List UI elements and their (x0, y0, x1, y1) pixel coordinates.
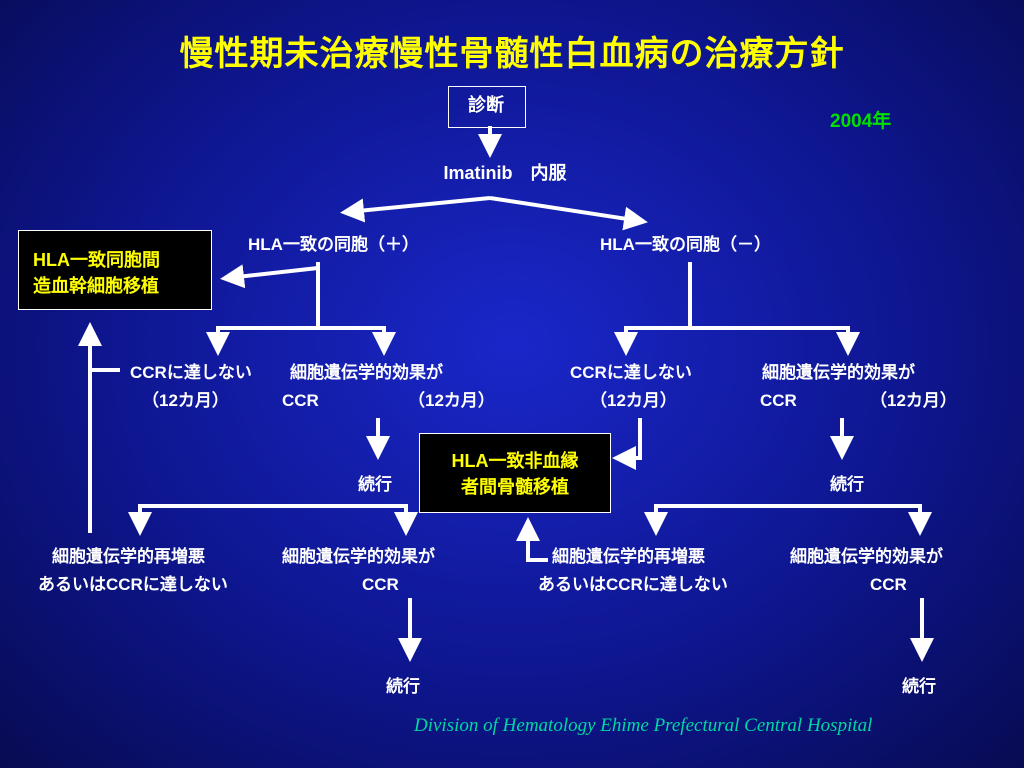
right-effect-ccr: CCR (760, 391, 797, 410)
sibling-transplant-box: HLA一致同胞間 造血幹細胞移植 (18, 230, 212, 310)
right-effect2-line1: 細胞遺伝学的効果が (790, 547, 943, 566)
left-no-ccr-line2: （12カ月） (142, 391, 229, 410)
hla-match-sibling-label: HLA一致の同胞（＋） (248, 235, 419, 254)
arrow-to-hla-plus (340, 196, 491, 223)
unrelated-transplant-line1: HLA一致非血縁 (451, 451, 579, 471)
right-relapse-line1: 細胞遺伝学的再増悪 (552, 547, 705, 566)
left-effect-ccr: CCR (282, 391, 319, 410)
imatinib-label: Imatinib 内服 (443, 163, 567, 183)
left-no-ccr-line1: CCRに達しない (130, 363, 252, 382)
right-effect-line1: 細胞遺伝学的効果が (762, 363, 915, 382)
arrow-to-sib-transplant (220, 264, 319, 289)
right-no-ccr-line1: CCRに達しない (570, 363, 692, 382)
left-relapse-line2: あるいはCCRに達しない (38, 575, 228, 594)
left-effect-months: （12カ月） (408, 391, 495, 410)
unrelated-transplant-box: HLA一致非血縁 者間骨髄移植 (419, 433, 611, 513)
unrelated-transplant-line2: 者間骨髄移植 (461, 477, 569, 497)
right-no-ccr-line2: （12カ月） (590, 391, 677, 410)
footer-credit: Division of Hematology Ehime Prefectural… (414, 715, 873, 736)
right-effect2-line2: CCR (870, 575, 907, 594)
diagnosis-box (448, 86, 526, 128)
continue-left-bottom: 続行 (386, 677, 420, 696)
diagnosis-label: 診断 (468, 95, 504, 115)
right-relapse-line2: あるいはCCRに達しない (538, 575, 728, 594)
sibling-transplant-line1: HLA一致同胞間 (33, 250, 160, 270)
left-effect-line1: 細胞遺伝学的効果が (290, 363, 443, 382)
year-label: 2004年 (830, 111, 892, 132)
page-title: 慢性期未治療慢性骨髄性白血病の治療方針 (179, 35, 845, 73)
arrow-to-hla-minus (489, 196, 648, 231)
sibling-transplant-line2: 造血幹細胞移植 (33, 276, 159, 296)
continue-left-mid: 続行 (358, 475, 392, 494)
continue-right-bottom: 続行 (902, 677, 936, 696)
right-effect-months: （12カ月） (870, 391, 957, 410)
left-relapse-line1: 細胞遺伝学的再増悪 (52, 547, 205, 566)
continue-right-mid: 続行 (830, 475, 864, 494)
left-effect2-line2: CCR (362, 575, 399, 594)
hla-nomatch-sibling-label: HLA一致の同胞（－） (600, 235, 771, 254)
left-effect2-line1: 細胞遺伝学的効果が (282, 547, 435, 566)
